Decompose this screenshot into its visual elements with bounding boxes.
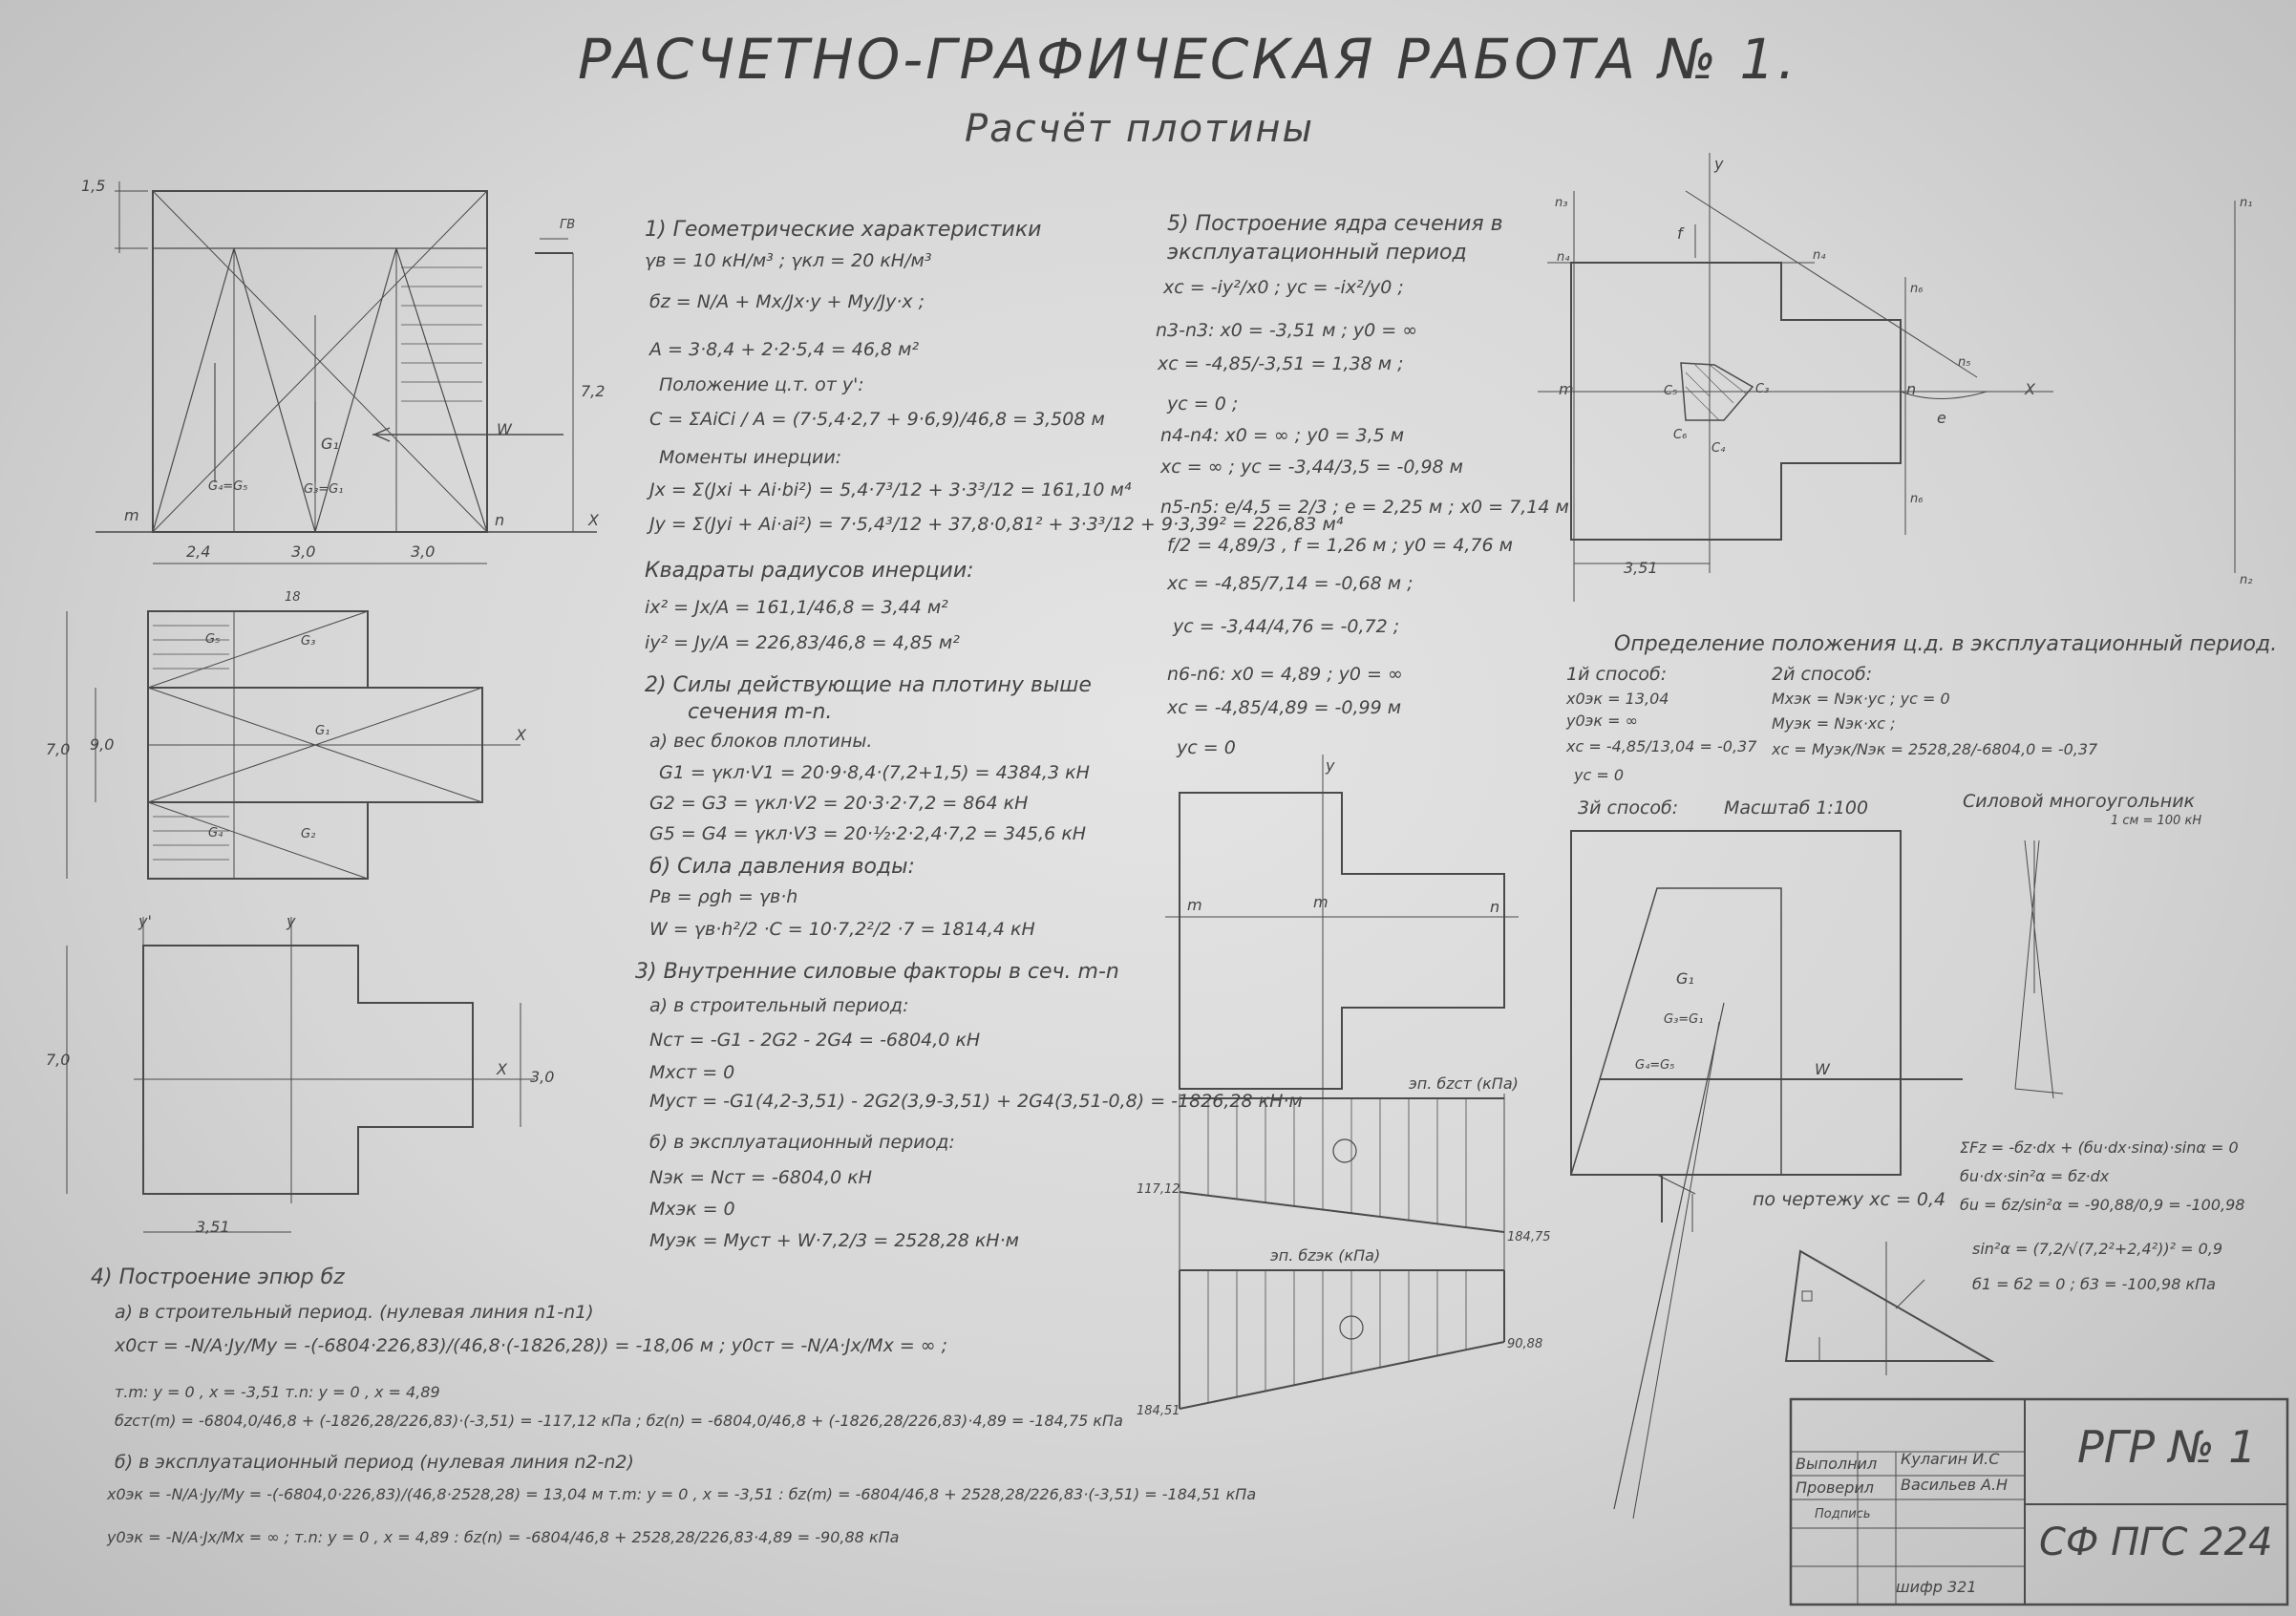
dim-height: 7,2 — [581, 382, 606, 400]
section-height: 7,0 — [46, 1051, 71, 1069]
epure-ek-right: 90,88 — [1507, 1337, 1543, 1351]
page-subtitle: Расчёт плотины — [965, 107, 1315, 151]
epure-ek-left: 184,51 — [1137, 1404, 1180, 1418]
epure-st-left: 117,12 — [1137, 1182, 1180, 1197]
section-mn — [66, 917, 535, 1233]
m3-label-g3: G₃=G₁ — [1664, 1012, 1704, 1027]
stamp-row2-label: Проверил — [1796, 1478, 1875, 1497]
dam-elevation — [96, 181, 597, 564]
level-label: ГВ — [560, 218, 576, 232]
plan-width: 7,0 — [46, 740, 71, 758]
epure-axis-y: y — [1326, 756, 1335, 775]
epure-ek-label: эп. бzэк (кПа) — [1270, 1246, 1381, 1265]
dim-top: 1,5 — [81, 177, 106, 195]
epure-section-m: m — [1187, 896, 1202, 914]
epure-point-m: m — [1313, 893, 1329, 911]
axis-x-3: X — [497, 1060, 507, 1078]
dam-plan — [66, 610, 521, 880]
section-bottom: 3,51 — [196, 1218, 230, 1236]
core-diagram — [1538, 153, 2236, 602]
stamp-row2-name: Васильев А.Н — [1901, 1476, 2009, 1494]
plan-inner: 9,0 — [90, 735, 115, 754]
bottom-dim-3: 3,0 — [411, 542, 436, 561]
method3-drawing — [1569, 830, 2064, 1520]
element-triangle — [1784, 1242, 1995, 1375]
axis-x-1: X — [588, 511, 599, 529]
force-g5-label: G₄=G₅ — [208, 479, 248, 494]
plan-label-g2: G₂ — [301, 827, 316, 841]
axis-y-label: y — [287, 912, 296, 930]
title-block — [1789, 1397, 2289, 1606]
force-g3-label: G₃=G₁ — [304, 482, 344, 497]
stamp-row1-label: Выполнил — [1796, 1455, 1878, 1473]
axis-y1-label: y' — [138, 912, 152, 930]
axis-x-2: X — [516, 726, 526, 744]
page-title: РАСЧЕТНО-ГРАФИЧЕСКАЯ РАБОТА № 1. — [578, 27, 1798, 92]
plan-label-g3: G₃ — [301, 634, 316, 649]
epure-st-label: эп. бzст (кПа) — [1409, 1074, 1519, 1093]
stamp-group: СФ ПГС 224 — [2039, 1520, 2273, 1564]
plan-label-g5: G₅ — [205, 632, 221, 647]
epure-st-right: 184,75 — [1507, 1230, 1551, 1244]
plan-label-g4: G₄ — [208, 826, 223, 840]
force-g1-label: G₁ — [321, 435, 339, 453]
stamp-code: шифр 321 — [1896, 1578, 1977, 1596]
section-epure — [1165, 755, 1519, 1098]
bottom-dim-1: 2,4 — [186, 542, 211, 561]
epure-ek — [1179, 1269, 1505, 1410]
plan-top-label: 18 — [285, 590, 301, 605]
epure-st — [1179, 1094, 1505, 1270]
section-inner: 3,0 — [530, 1068, 555, 1086]
m3-label-w: W — [1815, 1060, 1830, 1078]
epure-point-n: n — [1490, 898, 1500, 916]
force-w-label: W — [497, 420, 512, 438]
stamp-row3-label: Подпись — [1815, 1507, 1871, 1521]
point-n: n — [495, 511, 505, 529]
stamp-doc: РГР № 1 — [2077, 1421, 2257, 1473]
stamp-row1-name: Кулагин И.С — [1901, 1450, 2000, 1468]
bottom-dim-2: 3,0 — [291, 542, 316, 561]
plan-label-g1: G₁ — [315, 724, 330, 738]
m3-label-g1: G₁ — [1676, 969, 1694, 988]
point-m: m — [124, 506, 139, 524]
m3-label-g5: G₄=G₅ — [1635, 1058, 1675, 1073]
